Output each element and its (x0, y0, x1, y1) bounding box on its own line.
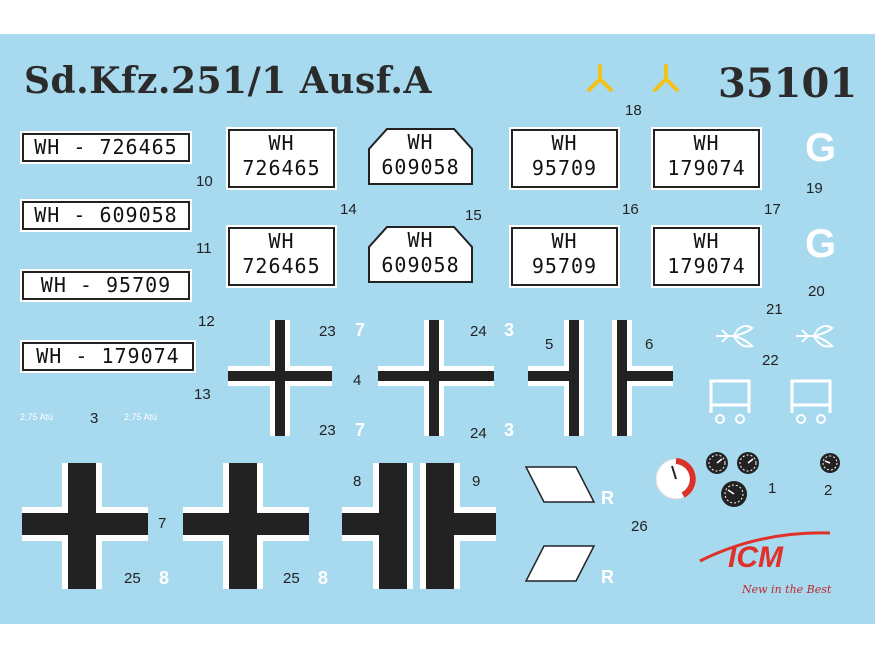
decal-number: 12 (198, 313, 215, 330)
trailer-symbol-icon (790, 379, 832, 424)
decal-number: 15 (465, 207, 482, 224)
yellow-emblem-icon (653, 64, 679, 92)
balkenkreuz-icon (378, 320, 494, 436)
parallelogram-marking-icon (524, 545, 596, 582)
decal-number: 2 (824, 482, 833, 499)
tyre-pressure-label: 2,75 Atü (20, 412, 54, 422)
gauge-dial-icon (820, 453, 840, 473)
half-cross-left-icon (528, 320, 584, 436)
decal-number: 22 (762, 352, 779, 369)
gauge-dial-icon (737, 452, 759, 474)
white-letter: R (601, 488, 614, 508)
kit-code: 35101 (718, 60, 858, 107)
white-letter: R (601, 567, 614, 587)
octagonal-plate: WH 609058 (367, 127, 474, 186)
decal-number: 9 (472, 473, 481, 490)
decal-number: 7 (158, 515, 167, 532)
decal-number: 24 (470, 323, 487, 340)
decal-number: 10 (196, 173, 213, 190)
parallelogram-marking-icon (524, 466, 596, 503)
oak-leaf-emblem-icon (796, 325, 834, 348)
oak-leaf-emblem-icon (716, 325, 754, 348)
plate-line: 179074 (667, 156, 746, 180)
decal-number: 3 (90, 410, 99, 427)
decal-number: 13 (194, 386, 211, 403)
half-cross-right-icon (420, 463, 496, 589)
decal-number: 8 (353, 473, 362, 490)
yellow-emblem-icon (587, 64, 613, 92)
long-plate: WH - 609058 (22, 201, 190, 230)
icm-logo: ICM New in the Best (690, 523, 840, 603)
balkenkreuz-icon (228, 320, 332, 436)
long-plate: WH - 726465 (22, 133, 190, 162)
white-number: 7 (355, 320, 366, 340)
plate-line: WH (268, 229, 295, 253)
plate-line: WH (407, 130, 434, 154)
tyre-pressure-label: 2,75 Atü (124, 412, 158, 422)
decal-number: 5 (545, 336, 554, 353)
decal-number: 14 (340, 201, 357, 218)
svg-text:New in the Best: New in the Best (741, 583, 832, 596)
icm-logo-mark-icon: ICM New in the Best (699, 531, 832, 596)
decal-number: 1 (768, 480, 777, 497)
plate-line: 609058 (381, 253, 460, 277)
balkenkreuz-icon (183, 463, 309, 589)
white-number: 3 (504, 420, 515, 440)
trailer-symbol-icon (709, 379, 751, 424)
plate-line: WH (551, 229, 578, 253)
decal-number: 18 (625, 102, 642, 119)
plate-line: 726465 (242, 254, 321, 278)
decal-number: 20 (808, 283, 825, 300)
plate-line: 95709 (531, 156, 598, 180)
plate-line: WH (551, 131, 578, 155)
octagonal-plate: WH 609058 (367, 225, 474, 284)
plate-line: WH (268, 131, 295, 155)
decal-number: 24 (470, 425, 487, 442)
white-number: 8 (159, 568, 170, 588)
gauge-dial-icon (721, 481, 747, 507)
decal-number: 6 (645, 336, 654, 353)
square-plate: WH 179074 (653, 129, 760, 188)
plate-line: WH (693, 229, 720, 253)
gauge-dial-icon (706, 452, 728, 474)
balkenkreuz-icon (22, 463, 148, 589)
square-plate: WH 726465 (228, 129, 335, 188)
white-number: 7 (355, 420, 366, 440)
plate-line: WH (693, 131, 720, 155)
decal-number: 16 (622, 201, 639, 218)
decal-number: 4 (353, 372, 362, 389)
decal-number: 23 (319, 422, 336, 439)
half-cross-right-icon (612, 320, 673, 436)
decal-number: 25 (124, 570, 141, 587)
decal-number: 17 (764, 201, 781, 218)
square-plate: WH 726465 (228, 227, 335, 286)
gauge-dial-icon (655, 458, 697, 500)
long-plate: WH - 95709 (22, 271, 190, 300)
decal-number: 21 (766, 301, 783, 318)
decal-number: 19 (806, 180, 823, 197)
white-number: 3 (504, 320, 515, 340)
decal-number: 23 (319, 323, 336, 340)
half-cross-left-icon (342, 463, 413, 589)
letter-g: G (805, 222, 837, 266)
plate-line: 179074 (667, 254, 746, 278)
plate-line: 609058 (381, 155, 460, 179)
decal-number: 26 (631, 518, 648, 535)
white-number: 8 (318, 568, 329, 588)
long-plate: WH - 179074 (22, 342, 194, 371)
sheet-title: Sd.Kfz.251/1 Ausf.A (24, 60, 432, 102)
svg-text:ICM: ICM (728, 541, 784, 574)
decal-number: 11 (196, 240, 212, 257)
plate-line: 95709 (531, 254, 598, 278)
decal-number: 25 (283, 570, 300, 587)
square-plate: WH 179074 (653, 227, 760, 286)
letter-g: G (805, 126, 837, 170)
square-plate: WH 95709 (511, 129, 618, 188)
plate-line: WH (407, 228, 434, 252)
plate-line: 726465 (242, 156, 321, 180)
square-plate: WH 95709 (511, 227, 618, 286)
